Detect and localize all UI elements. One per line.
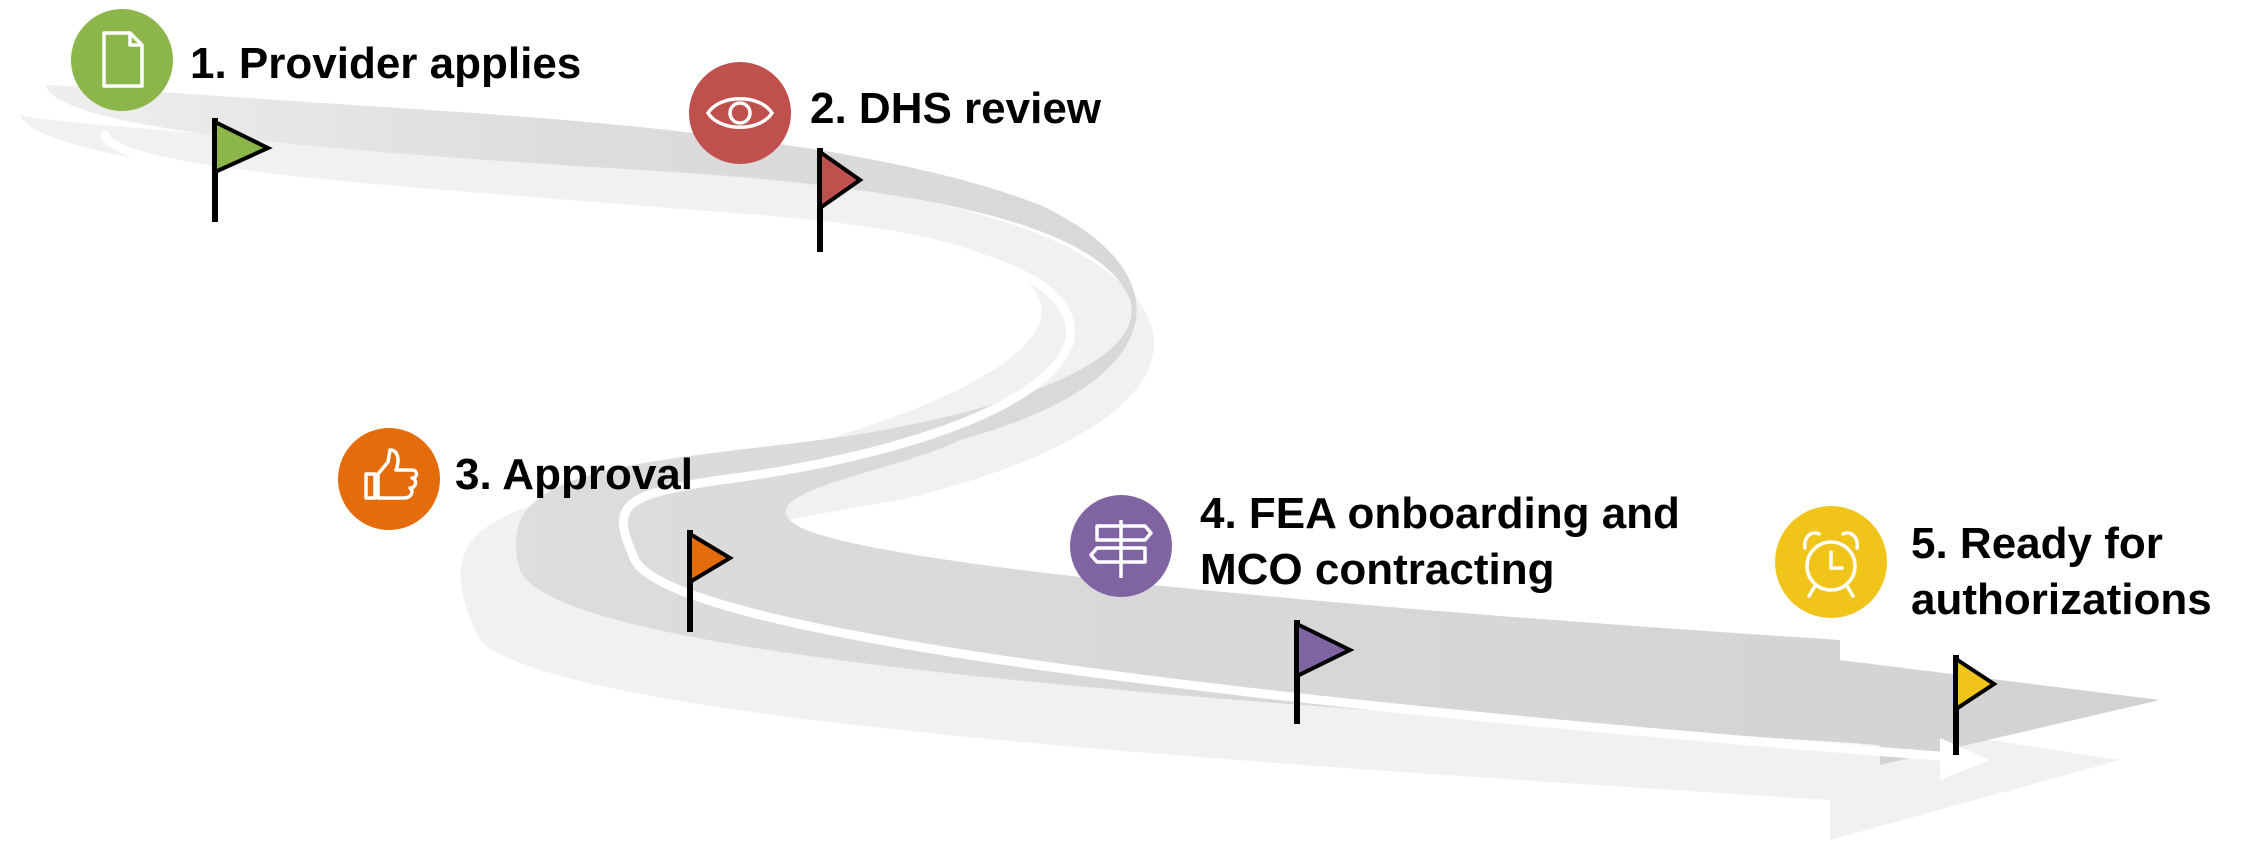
flag-step-5 (1953, 655, 1998, 755)
road (45, 85, 2160, 765)
step-5-label-line-1: 5. Ready for (1911, 519, 2163, 568)
step-2-label-line-1: 2. DHS review (810, 84, 1102, 133)
step-3-circle (338, 428, 440, 530)
step-1-circle (71, 9, 173, 111)
flag-step-5-cloth (1954, 655, 1998, 713)
flag-step-1 (212, 118, 273, 222)
step-4-label: 4. FEA onboarding and MCO contracting (1200, 489, 1692, 594)
road-shadow (20, 115, 2120, 840)
flag-step-2-cloth (818, 148, 864, 212)
flag-step-3 (687, 530, 734, 632)
eye-icon (705, 97, 775, 129)
step-2-label: 2. DHS review (810, 84, 1102, 133)
flag-step-3-cloth (688, 530, 734, 586)
step-2: 2. DHS review (689, 62, 1102, 164)
flag-step-1-cloth (213, 118, 273, 176)
flags (212, 118, 1998, 755)
flag-step-2 (817, 148, 864, 252)
step-5-label-line-2: authorizations (1911, 575, 2212, 624)
alarm-clock-icon (1802, 531, 1860, 598)
step-1-label: 1. Provider applies (190, 39, 581, 88)
step-1: 1. Provider applies (71, 9, 581, 111)
step-1-label-line-1: 1. Provider applies (190, 39, 581, 88)
step-5: 5. Ready for authorizations (1775, 506, 2212, 624)
step-5-label: 5. Ready for authorizations (1911, 519, 2212, 624)
step-2-circle (689, 62, 791, 164)
step-3-label-line-1: 3. Approval (455, 450, 693, 499)
step-4-label-line-1: 4. FEA onboarding and (1200, 489, 1680, 538)
flag-step-4-cloth (1295, 620, 1355, 680)
step-3: 3. Approval (338, 428, 693, 530)
route-arrowhead (1940, 738, 1990, 780)
thumbs-up-icon (364, 448, 419, 500)
flag-step-4 (1294, 620, 1355, 724)
step-3-label: 3. Approval (455, 450, 693, 499)
step-4-label-line-2: MCO contracting (1200, 545, 1554, 594)
step-4: 4. FEA onboarding and MCO contracting (1070, 489, 1692, 597)
route-line (100, 130, 1990, 780)
signpost-icon (1089, 520, 1153, 578)
document-icon (102, 31, 144, 88)
